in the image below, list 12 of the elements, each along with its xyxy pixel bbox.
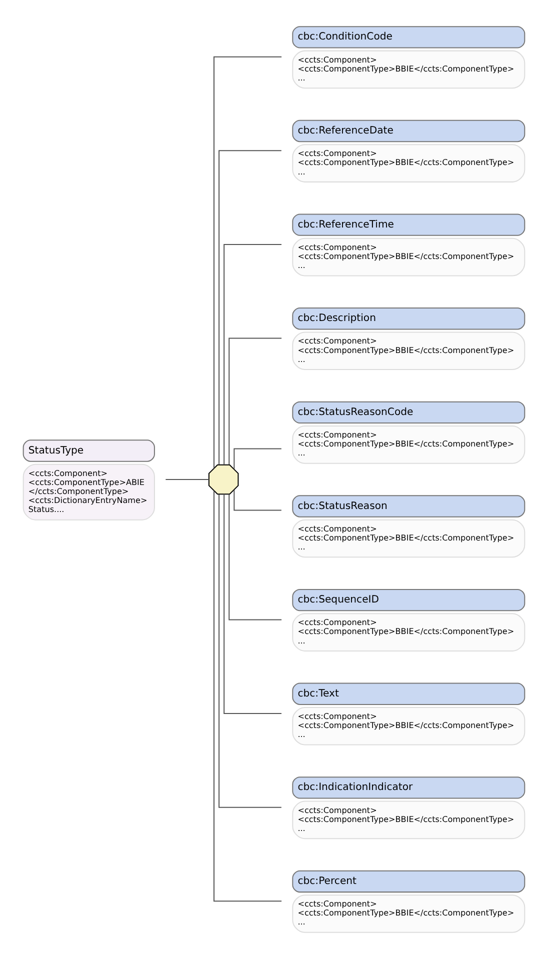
connector bbox=[234, 489, 282, 510]
connector bbox=[218, 494, 282, 808]
connector bbox=[228, 494, 282, 620]
connector bbox=[218, 150, 282, 464]
connector bbox=[213, 56, 282, 468]
connector bbox=[224, 494, 282, 714]
connector bbox=[213, 490, 282, 902]
connector bbox=[228, 337, 282, 464]
connector bbox=[166, 478, 209, 480]
node-octagon bbox=[208, 464, 239, 494]
connector bbox=[224, 243, 282, 464]
connector bbox=[234, 448, 282, 469]
